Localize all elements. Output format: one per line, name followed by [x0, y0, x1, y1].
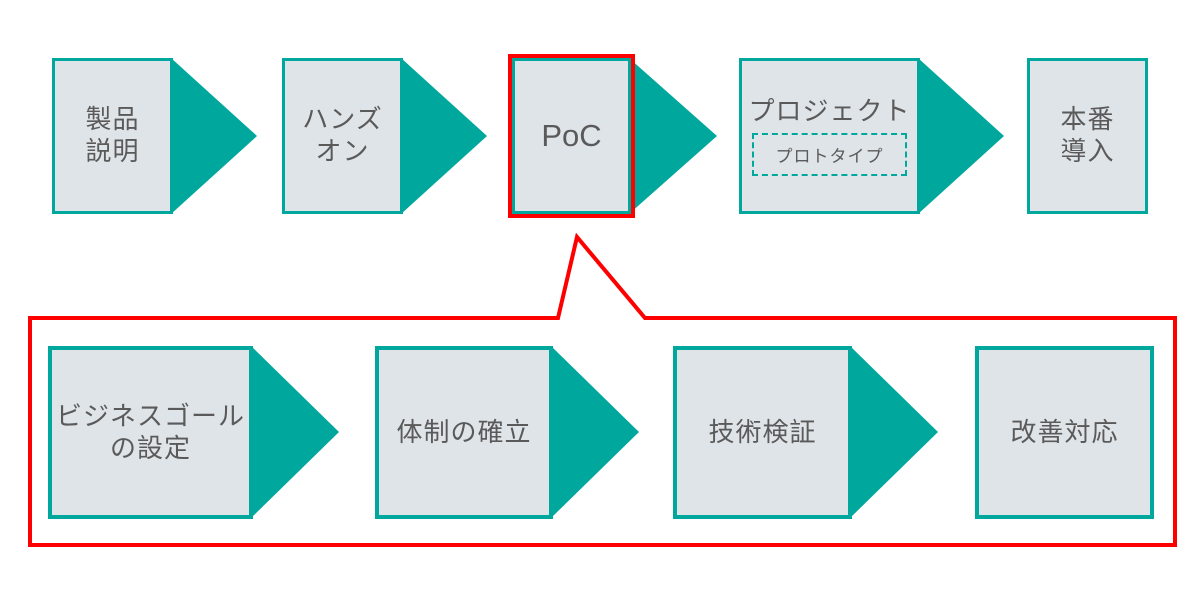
- step-label: 改善対応: [1010, 416, 1119, 447]
- team-setup-box: 体制の確立: [375, 346, 553, 519]
- detail-step-improvement: 改善対応: [975, 346, 1154, 519]
- hands-on-box: ハンズ オン: [282, 58, 403, 214]
- arrow-right-icon: [850, 346, 938, 518]
- step-label: 体制の確立: [396, 416, 532, 447]
- step-label: PoC: [541, 118, 602, 154]
- arrow-right-icon: [251, 346, 339, 518]
- flow-step-hands-on: ハンズ オン: [282, 58, 487, 214]
- poc-highlighted-box: PoC: [508, 54, 635, 218]
- arrow-right-icon: [629, 58, 717, 214]
- step-label: プロジェクト: [748, 95, 911, 126]
- step-label: 製品 説明: [85, 104, 140, 166]
- flow-step-production-launch: 本番 導入: [1027, 58, 1148, 214]
- step-label: 本番 導入: [1060, 104, 1115, 166]
- prototype-dashed-box: プロトタイプ: [752, 133, 907, 177]
- step-label: ビジネスゴール の設定: [55, 400, 245, 463]
- flow-step-product-description: 製品 説明: [52, 58, 257, 214]
- detail-step-tech-validation: 技術検証: [673, 346, 938, 519]
- arrow-right-icon: [918, 58, 1004, 214]
- flow-step-project: プロジェクト プロトタイプ: [739, 58, 1004, 214]
- improvement-box: 改善対応: [975, 346, 1154, 519]
- product-description-box: 製品 説明: [52, 58, 173, 214]
- business-goal-box: ビジネスゴール の設定: [48, 346, 253, 519]
- production-launch-box: 本番 導入: [1027, 58, 1148, 214]
- arrow-right-icon: [171, 58, 257, 214]
- detail-step-business-goal: ビジネスゴール の設定: [48, 346, 339, 519]
- project-box: プロジェクト プロトタイプ: [739, 58, 920, 214]
- detail-step-team-setup: 体制の確立: [375, 346, 639, 519]
- step-label: 技術検証: [708, 416, 817, 447]
- flow-step-poc: PoC: [508, 54, 717, 218]
- tech-validation-box: 技術検証: [673, 346, 852, 519]
- arrow-right-icon: [551, 346, 639, 518]
- arrow-right-icon: [401, 58, 487, 214]
- step-label: ハンズ オン: [302, 104, 383, 166]
